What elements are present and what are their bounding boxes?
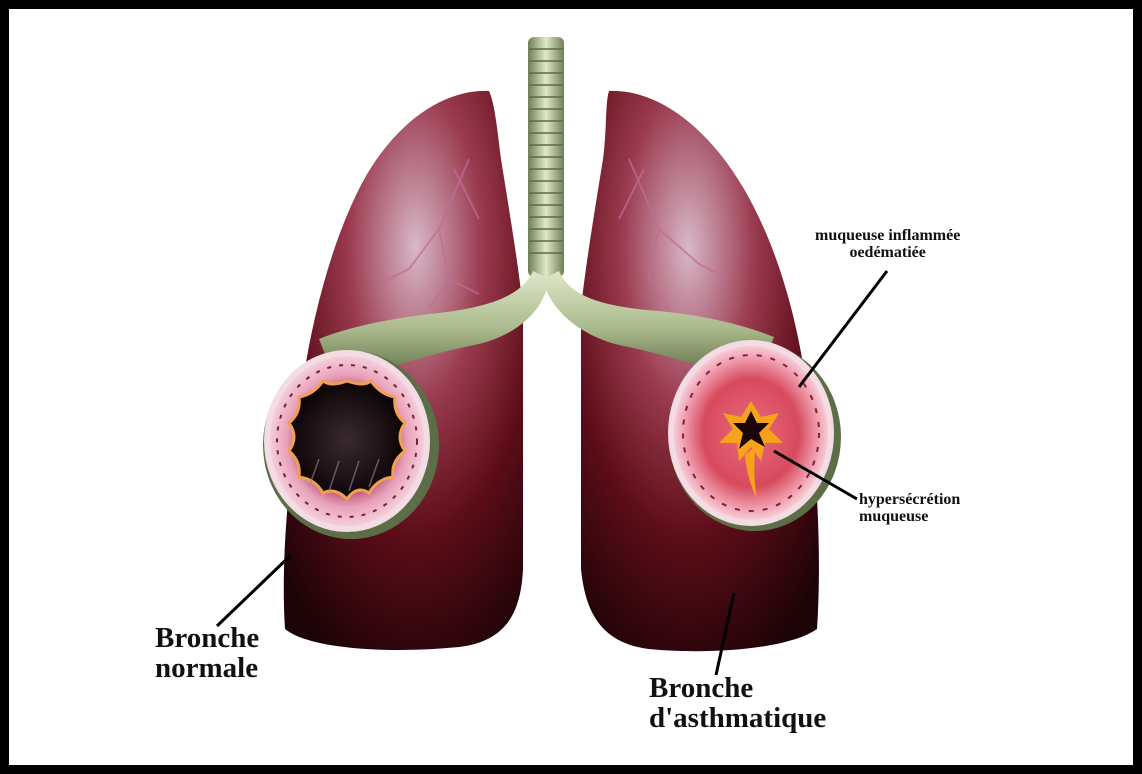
pointer-mucosa bbox=[799, 271, 887, 387]
normal-bronchus-cross-section bbox=[263, 351, 439, 539]
label-asthmatic-bronchus: Bronche d'asthmatique bbox=[649, 673, 826, 734]
label-inflamed-mucosa: muqueuse inflammée oedématiée bbox=[815, 228, 960, 262]
asthmatic-bronchus-cross-section bbox=[669, 343, 841, 531]
label-mucosa-line1: muqueuse inflammée bbox=[815, 228, 960, 245]
trachea bbox=[528, 37, 564, 277]
label-hypersecretion: hypersécrétion muqueuse bbox=[859, 492, 960, 526]
label-hyper-line2: muqueuse bbox=[859, 509, 960, 526]
pointer-normal bbox=[217, 555, 291, 626]
label-asthma-line2: d'asthmatique bbox=[649, 703, 826, 733]
figure-frame: Bronche normale Bronche d'asthmatique mu… bbox=[9, 9, 1133, 765]
label-mucosa-line2: oedématiée bbox=[815, 245, 960, 262]
label-normal-line1: Bronche bbox=[155, 623, 259, 653]
label-normal-line2: normale bbox=[155, 653, 259, 683]
label-asthma-line1: Bronche bbox=[649, 673, 826, 703]
label-normal-bronchus: Bronche normale bbox=[155, 623, 259, 684]
label-hyper-line1: hypersécrétion bbox=[859, 492, 960, 509]
